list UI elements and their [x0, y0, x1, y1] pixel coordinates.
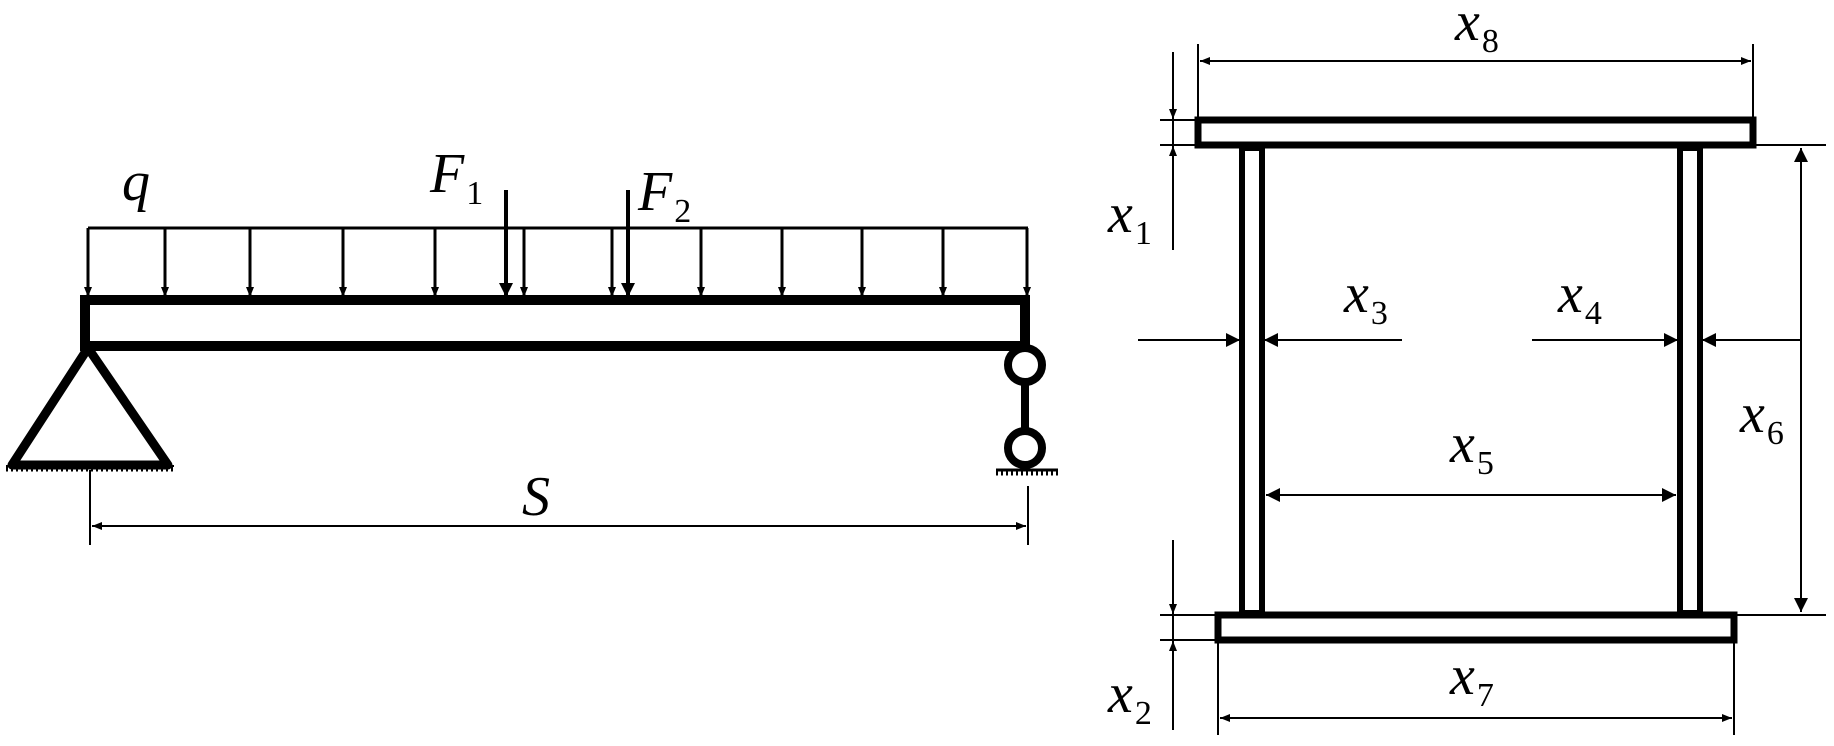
x4-label: x4 [1557, 263, 1602, 332]
distributed-load-arrows [84, 228, 1031, 297]
x3-label: x3 [1343, 263, 1388, 332]
force-f1-label: F1 [429, 143, 483, 212]
x5-label: x5 [1449, 413, 1494, 482]
pinned-support [7, 343, 173, 470]
roller-support [996, 344, 1058, 476]
x2-label: x2 [1107, 663, 1152, 732]
roller-top-circle [1004, 344, 1046, 386]
load-label-q: q [122, 151, 150, 213]
force-f2-label: F2 [637, 161, 691, 230]
span-label-s: S [522, 466, 550, 528]
cross-section-diagram: x8 x1 x3 x4 x5 x6 x2 x7 [1107, 0, 1826, 735]
roller-bottom-circle [1004, 427, 1046, 469]
bottom-flange [1214, 611, 1738, 644]
x7-label: x7 [1449, 645, 1494, 714]
left-web [1239, 145, 1265, 616]
x6-label: x6 [1739, 383, 1784, 452]
top-flange [1194, 116, 1757, 149]
beam [80, 295, 1030, 351]
x1-label: x1 [1107, 183, 1152, 252]
right-web [1677, 145, 1703, 616]
x8-label: x8 [1454, 0, 1499, 60]
beam-diagram: q F1 F2 S [6, 143, 1058, 545]
